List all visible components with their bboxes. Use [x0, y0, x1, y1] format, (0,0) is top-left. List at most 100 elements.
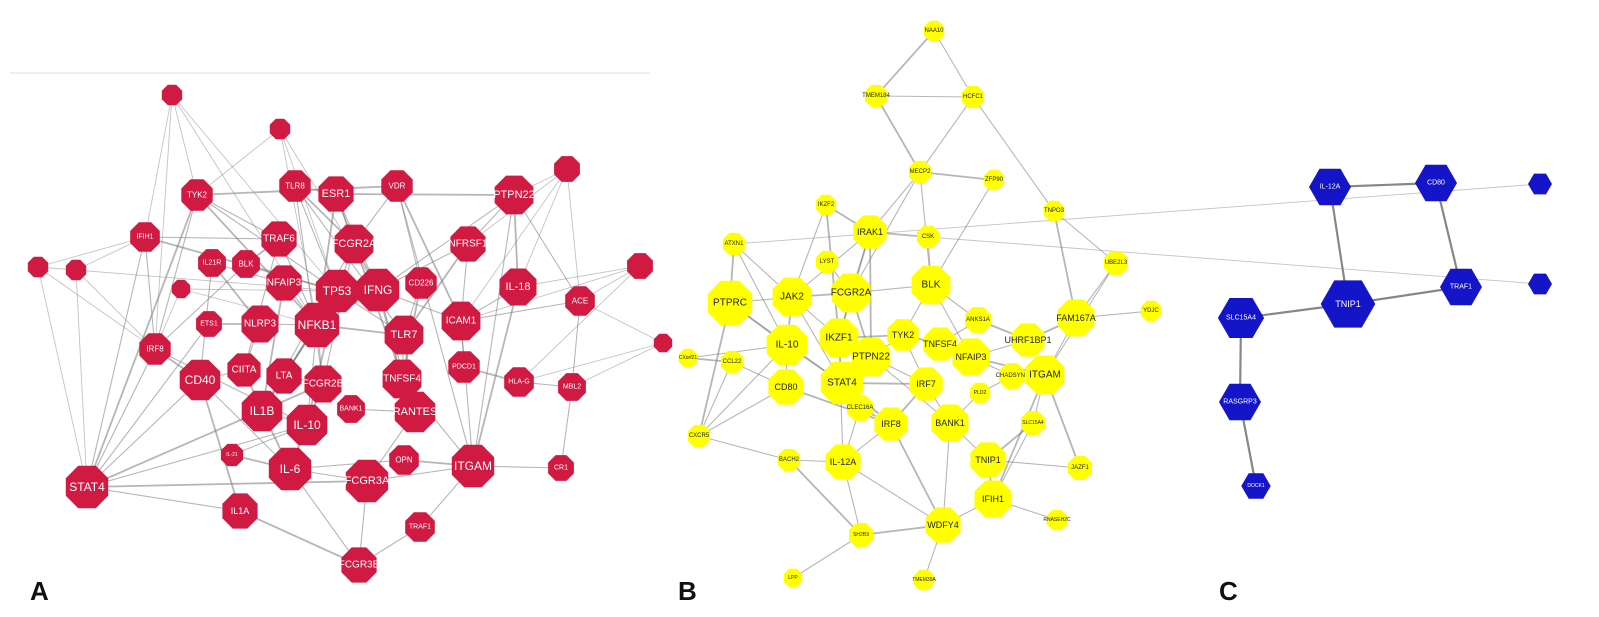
edge-b	[698, 361, 733, 437]
node-shape	[887, 319, 919, 351]
node-a-nfaip3: NFAIP3	[266, 265, 302, 301]
edge-a	[154, 263, 247, 350]
edge-a	[239, 510, 360, 566]
node-a-lta: LTA	[266, 358, 302, 394]
node-shape	[687, 424, 711, 448]
node-shape	[1219, 383, 1261, 421]
node-shape	[909, 367, 943, 401]
node-b-tnip1: TNIP1	[970, 442, 1006, 478]
node-shape	[405, 512, 435, 542]
node-b-lyst: LYST	[815, 250, 839, 274]
node-b-tnfsf4: TNFSF4	[923, 327, 957, 361]
node-b-ydjc: YDJC	[1140, 300, 1162, 322]
node-shape	[1440, 268, 1482, 306]
node-shape	[558, 373, 586, 401]
edge-b	[788, 459, 862, 536]
node-shape	[1057, 299, 1095, 337]
edge-a	[199, 379, 241, 512]
node-shape	[504, 367, 534, 397]
node-shape	[1241, 473, 1271, 499]
node-b-blk: BLK	[911, 265, 951, 305]
node-a-tyk2: TYK2	[181, 179, 213, 211]
edge-a	[294, 185, 324, 385]
node-a-irf8: IRF8	[139, 333, 171, 365]
edge-a	[472, 194, 515, 467]
edge-satellite	[154, 94, 173, 350]
node-shape	[266, 265, 302, 301]
node-shape	[707, 280, 753, 326]
edge-a	[86, 383, 324, 488]
node-shape	[825, 444, 861, 480]
node-shape	[925, 507, 961, 543]
edge-satellite	[75, 269, 88, 488]
node-b-itgam: ITGAM	[1025, 355, 1065, 395]
node-a-vdr: VDR	[381, 170, 413, 202]
node-shape	[847, 395, 873, 421]
node-a-stat4: STAT4	[65, 465, 109, 509]
node-shape	[268, 447, 312, 491]
edge-a	[460, 300, 581, 322]
node-b-naa10: NAA10	[923, 20, 945, 42]
node-b-irf8: IRF8	[874, 407, 908, 441]
node-b-ccl22: CCL22	[720, 350, 744, 374]
node-a-mbl2: MBL2	[558, 373, 586, 401]
node-b-chadsyn1: CHADSYN1	[996, 363, 1029, 389]
node-shape	[181, 179, 213, 211]
node-shape	[499, 268, 537, 306]
edge-a	[86, 323, 210, 488]
node-a-traf1: TRAF1	[405, 512, 435, 542]
node-b-bank1: BANK1	[931, 404, 969, 442]
edge-a	[86, 480, 368, 488]
edge-satellite	[37, 266, 88, 488]
node-shape	[965, 307, 991, 333]
edge-a	[322, 243, 355, 385]
node-shape	[849, 523, 873, 547]
satellite-node	[171, 279, 191, 299]
node-c-rasgrp3: RASGRP3	[1219, 383, 1261, 421]
node-a-cd226: CD226	[405, 267, 437, 299]
node-shape	[451, 444, 495, 488]
edge-satellite	[196, 128, 281, 196]
node-b-cxorf21: CXorf21	[678, 348, 697, 368]
node-b-tyk2: TYK2	[887, 319, 919, 351]
edge-b	[842, 461, 944, 526]
node-shape	[315, 269, 359, 313]
node-shape	[1046, 509, 1068, 531]
node-b-il-12a: IL-12A	[825, 444, 861, 480]
edge-a	[144, 236, 156, 350]
node-a-nlrp3: NLRP3	[241, 305, 279, 343]
node-b-cd80: CD80	[768, 369, 804, 405]
edge-satellite	[171, 94, 338, 292]
node-shape	[389, 445, 419, 475]
node-b-irak1: IRAK1	[853, 215, 887, 249]
node-b-tmem39a: TMEM39A	[912, 569, 936, 591]
edge-b	[930, 179, 995, 286]
node-a-il-18: IL-18	[499, 268, 537, 306]
satellite-node	[27, 256, 49, 278]
edge-a	[144, 236, 280, 240]
node-b-ikzf2: IKZF2	[815, 194, 837, 216]
node-shape	[908, 160, 932, 184]
satellite-node	[653, 333, 673, 353]
node-shape	[266, 358, 302, 394]
panel-label-c: C	[1219, 576, 1238, 606]
node-shape	[820, 361, 864, 405]
edge-satellite	[144, 94, 173, 238]
node-shape	[294, 302, 340, 348]
edge-b	[869, 231, 872, 358]
edge-satellite	[566, 168, 581, 302]
edge-a	[243, 238, 280, 371]
edge-b	[890, 423, 944, 526]
node-c-il-12a: IL-12A	[1309, 168, 1351, 206]
node-shape	[494, 175, 534, 215]
node-shape	[241, 305, 279, 343]
satellite-node	[65, 259, 87, 281]
edge-satellite	[517, 265, 641, 288]
node-shape	[337, 395, 365, 423]
edge-satellite	[279, 128, 318, 326]
node-c-tnip1: TNIP1	[1320, 280, 1376, 328]
edge-b	[919, 171, 995, 181]
node-a-hla-g: HLA-G	[504, 367, 534, 397]
node-shape	[768, 369, 804, 405]
